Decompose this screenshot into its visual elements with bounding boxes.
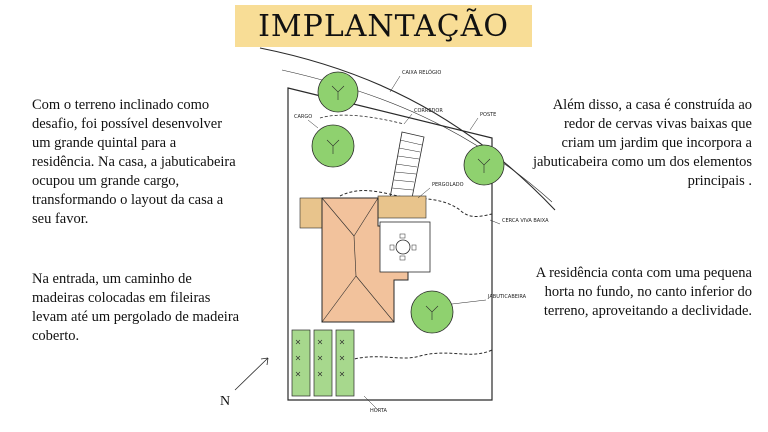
label-pergolado: PERGOLADO [432, 182, 464, 188]
label-poste: POSTE [480, 112, 496, 118]
paragraph-entrance: Na entrada, um caminho de madeiras coloc… [32, 271, 240, 344]
north-arrow [234, 357, 269, 391]
vegetable-garden [291, 329, 355, 397]
patio-table [379, 221, 431, 273]
label-cerca-viva: CERCA VIVA BAIXA [502, 218, 549, 224]
hedge-upper [339, 190, 493, 217]
north-arrow-head [260, 357, 269, 366]
leader-lines [307, 75, 501, 411]
label-jabuticabeira: JABUTICABEIRA [487, 294, 527, 300]
north-label: N [220, 394, 231, 409]
entrance-stair [389, 131, 425, 199]
label-caixa-relogio: CAIXA RELÓGIO [402, 69, 441, 76]
street-edge-inner [281, 69, 553, 203]
hedge-curve [319, 114, 405, 125]
title-banner: IMPLANTAÇÃO [235, 5, 532, 47]
paragraph-terrain: Com o terreno inclinado como desafio, fo… [32, 97, 236, 227]
label-corredor: CORREDOR [414, 108, 443, 114]
label-cargo: CARGO [294, 114, 312, 120]
page-title: IMPLANTAÇÃO [258, 8, 509, 44]
hedge-lower [349, 349, 493, 361]
jabuticabeira-tree [410, 290, 454, 334]
pergola [377, 195, 427, 219]
label-horta: HORTA [370, 408, 387, 414]
paragraph-vegetable-garden: A residência conta com uma pequena horta… [535, 265, 752, 319]
tree-left [311, 124, 355, 168]
lot-boundary [287, 87, 493, 401]
paragraph-garden: Além disso, a casa é construída ao redor… [532, 97, 752, 189]
wood-deck [299, 197, 325, 229]
tree-right [463, 144, 505, 186]
tree-top [317, 71, 359, 113]
